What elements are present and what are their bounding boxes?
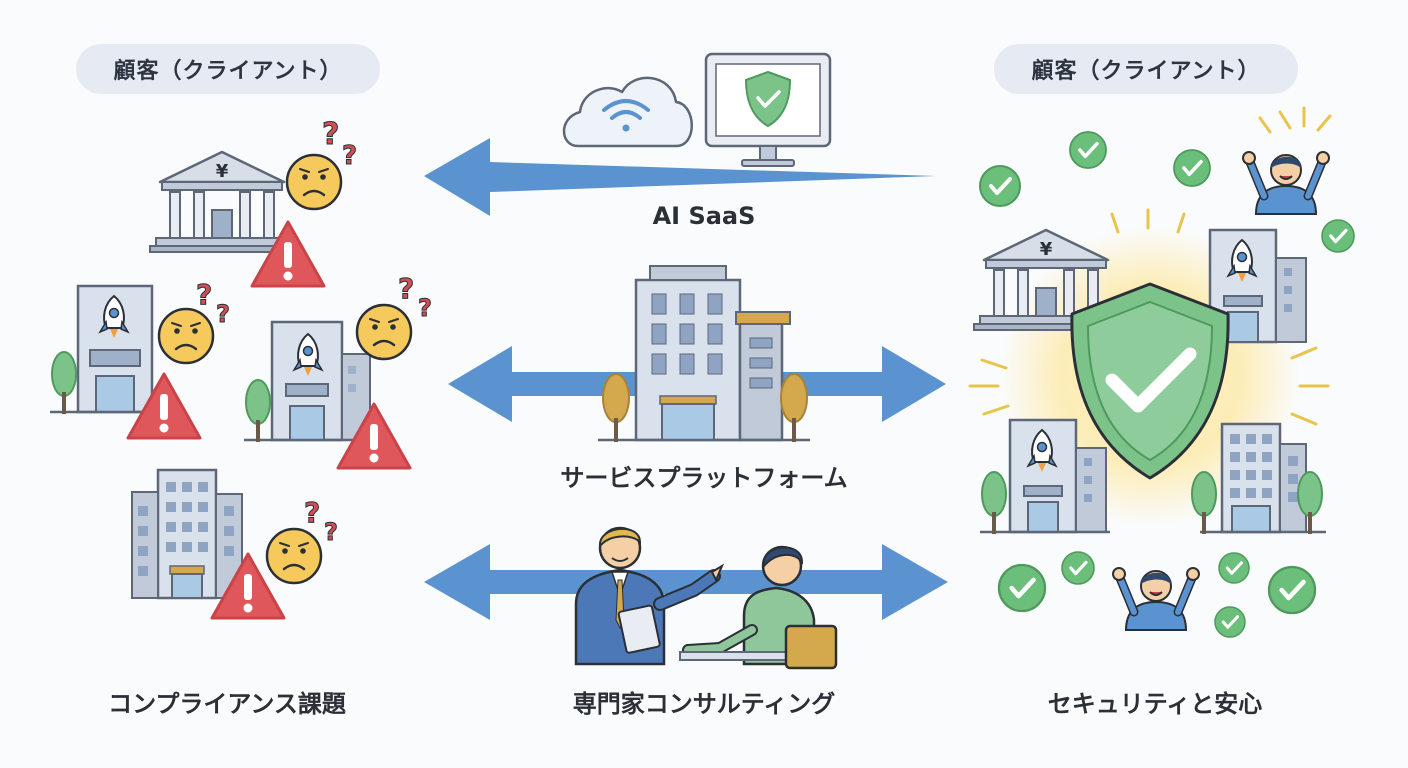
check-circle-icon bbox=[1217, 551, 1251, 585]
question-marks-icon: ? ? bbox=[398, 272, 433, 323]
cloud-wifi-icon bbox=[562, 76, 693, 148]
check-circle-icon bbox=[1060, 550, 1096, 586]
tree-icon bbox=[51, 351, 77, 415]
question-marks-icon: ? ? bbox=[196, 278, 231, 329]
service-platform-label: サービスプラットフォーム bbox=[560, 464, 848, 492]
check-circle-icon bbox=[1172, 148, 1212, 188]
sparkle-rays bbox=[968, 106, 1332, 426]
question-marks-icon: ? ? bbox=[322, 117, 358, 172]
ai-saas-label: AI SaaS bbox=[652, 202, 756, 230]
sad-face-icon bbox=[355, 303, 413, 361]
startup-office-icon bbox=[244, 320, 380, 442]
monitor-shield-icon bbox=[704, 52, 832, 167]
svg-text:?: ? bbox=[196, 278, 212, 311]
ai-saas-arrow bbox=[424, 138, 936, 216]
office-tower-icon bbox=[1200, 422, 1326, 534]
tree-icon bbox=[602, 373, 630, 443]
right-client-header: 顧客（クライアント） bbox=[994, 44, 1298, 94]
svg-text:?: ? bbox=[342, 141, 357, 171]
warning-icon bbox=[250, 220, 326, 288]
bank-building-icon: ¥ bbox=[148, 150, 296, 254]
sad-face-icon bbox=[265, 527, 323, 585]
tree-icon bbox=[780, 373, 808, 443]
consulting-double-arrow bbox=[424, 544, 948, 620]
check-circle-icon bbox=[1068, 130, 1108, 170]
yen-symbol: ¥ bbox=[1040, 239, 1053, 260]
check-circle-icon bbox=[1269, 567, 1315, 613]
startup-office-icon bbox=[1208, 228, 1307, 344]
tree-icon bbox=[245, 379, 271, 443]
startup-office-icon bbox=[50, 284, 160, 414]
svg-text:?: ? bbox=[324, 518, 338, 546]
check-circle-icon bbox=[999, 565, 1045, 611]
cheering-person-icon bbox=[1243, 152, 1329, 214]
left-client-header: 顧客（クライアント） bbox=[76, 44, 380, 94]
check-circle-icon bbox=[1213, 605, 1247, 639]
sad-face-icon bbox=[285, 153, 343, 211]
cheering-person-icon bbox=[1113, 568, 1199, 630]
yen-symbol: ¥ bbox=[216, 161, 229, 182]
svg-text:?: ? bbox=[216, 300, 230, 328]
client-person-icon bbox=[679, 545, 838, 670]
svg-text:?: ? bbox=[398, 272, 414, 305]
sad-face-icon bbox=[157, 307, 215, 365]
startup-office-icon bbox=[980, 418, 1110, 534]
expert-consulting-label: 専門家コンサルティング bbox=[572, 690, 836, 718]
svg-text:?: ? bbox=[304, 496, 320, 529]
question-marks-icon: ? ? bbox=[304, 496, 339, 547]
platform-building-icon bbox=[598, 265, 810, 442]
compliance-issues-caption: コンプライアンス課題 bbox=[108, 690, 346, 718]
consultant-person-icon bbox=[574, 526, 725, 666]
security-shield-icon bbox=[1070, 282, 1230, 480]
bank-building-icon: ¥ bbox=[972, 228, 1120, 332]
check-circle-icon bbox=[978, 164, 1022, 208]
check-circle-icon bbox=[1320, 218, 1356, 254]
security-peace-caption: セキュリティと安心 bbox=[1047, 690, 1263, 718]
tree-icon bbox=[1191, 471, 1217, 535]
office-tower-icon bbox=[131, 468, 243, 600]
svg-text:?: ? bbox=[418, 294, 432, 322]
svg-text:?: ? bbox=[322, 117, 339, 152]
tree-icon bbox=[981, 471, 1007, 535]
